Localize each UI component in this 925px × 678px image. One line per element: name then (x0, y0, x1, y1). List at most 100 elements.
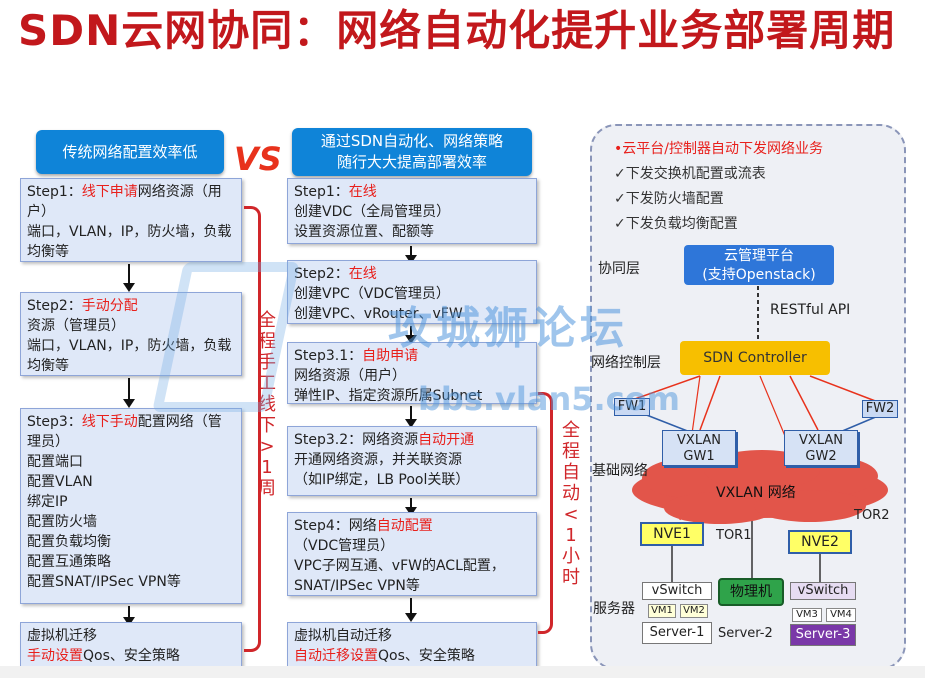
step-detail: 弹性IP、指定资源所属Subnet (294, 388, 483, 404)
gw1-line-2: GW1 (683, 449, 715, 464)
left-header: 传统网络配置效率低 (36, 130, 224, 174)
step-detail: 配置互通策略 (27, 554, 111, 570)
step-prefix: Step1： (27, 184, 82, 200)
step-highlight: 在线 (348, 266, 377, 282)
firewall-fw1: FW1 (614, 398, 650, 416)
step-detail: 开通网络资源，并关联资源 (294, 452, 462, 468)
step-suffix: 配置网络（管理员） (27, 414, 222, 450)
left-step-3: Step3：线下手动配置网络（管理员） 配置端口 配置VLAN 绑定IP 配置防… (20, 408, 242, 604)
step-detail: 配置SNAT/IPSec VPN等 (27, 574, 181, 590)
step-highlight: 自动配置 (376, 518, 433, 534)
vswitch-1: vSwitch (642, 582, 712, 600)
step-detail: 配置负载均衡 (27, 534, 111, 550)
watermark-url: bbs.vlan5.com (418, 380, 680, 418)
mid-step-4: Step4：网络自动配置（VDC管理员） VPC子网互通、vFW的ACL配置， … (287, 512, 537, 596)
step-prefix: Step2： (294, 266, 349, 282)
tor1-label: TOR1 (716, 528, 752, 543)
step-detail: 配置VLAN (27, 474, 93, 490)
bullet-item: •云平台/控制器自动下发网络业务 (614, 141, 823, 157)
bullet-item: ✓下发交换机配置或流表 (614, 166, 766, 182)
step-suffix: 网络资源（用户） (294, 368, 406, 384)
nve1-switch: NVE1 (640, 522, 704, 546)
cloud-mgr-title: 云管理平台 (724, 248, 794, 264)
vxlan-gateway-1: VXLAN GW1 (662, 430, 736, 466)
step-prefix: Step4：网络 (294, 518, 377, 534)
step-suffix: Qos、安全策略 (83, 648, 180, 664)
sdn-controller: SDN Controller (680, 341, 830, 375)
restful-api-label: RESTful API (770, 302, 851, 318)
left-step-4: 虚拟机迁移 手动设置Qos、安全策略 (20, 622, 242, 668)
flow-arrow (123, 378, 135, 408)
firewall-fw2: FW2 (862, 400, 898, 418)
mid-step-3-1: Step3.1：自助申请网络资源（用户） 弹性IP、指定资源所属Subnet (287, 342, 537, 404)
step-suffix: 资源（管理员） (27, 318, 125, 334)
flow-arrow (405, 598, 417, 622)
step-detail: 设置资源位置、配额等 (294, 224, 434, 240)
flow-arrow (405, 498, 417, 516)
step-prefix: Step2： (27, 298, 82, 314)
step-suffix: （VDC管理员） (294, 538, 395, 554)
step-detail: 配置防火墙 (27, 514, 97, 530)
slide-footer-bar (0, 666, 925, 678)
step-suffix: Qos、安全策略 (378, 648, 475, 664)
physical-machine: 物理机 (718, 578, 784, 606)
vm3: VM3 (792, 608, 822, 622)
left-bracket (244, 206, 261, 652)
vxlan-network-label: VXLAN 网络 (716, 485, 796, 501)
layer-label-coordination: 协同层 (598, 261, 640, 277)
step-prefix: 虚拟机迁移 (27, 628, 97, 644)
layer-label-server: 服务器 (593, 601, 635, 617)
step-highlight: 自动开通 (418, 432, 475, 448)
mid-step-5: 虚拟机自动迁移 自动迁移设置Qos、安全策略 (287, 622, 537, 668)
step-suffix: 创建VDC（全局管理员） (294, 204, 451, 220)
step-prefix: Step3.1： (294, 348, 363, 364)
vxlan-gateway-2: VXLAN GW2 (784, 430, 858, 466)
vs-label: VS (234, 140, 282, 178)
step-prefix: Step3.2：网络资源 (294, 432, 419, 448)
step-detail: 绑定IP (27, 494, 68, 510)
step-detail: 端口，VLAN，IP，防火墙，负载均衡等 (27, 224, 232, 260)
layer-label-base-network: 基础网络 (592, 463, 648, 479)
left-step-1: Step1：线下申请网络资源（用户） 端口，VLAN，IP，防火墙，负载均衡等 (20, 178, 242, 262)
flow-arrow (405, 246, 417, 264)
mid-header-line-1: 通过SDN自动化、网络策略 (320, 132, 504, 150)
step-prefix: Step1： (294, 184, 349, 200)
flow-arrow (405, 406, 417, 428)
step-detail: 配置端口 (27, 454, 83, 470)
page-title: SDN云网协同：网络自动化提升业务部署周期 (18, 6, 896, 55)
cloud-management-platform: 云管理平台 (支持Openstack) (684, 245, 834, 285)
nve2-switch: NVE2 (788, 530, 852, 554)
gw2-line-2: GW2 (805, 449, 837, 464)
step-detail: 端口，VLAN，IP，防火墙，负载均衡等 (27, 338, 232, 374)
step-suffix: 网络资源（用户） (27, 184, 222, 220)
vm4: VM4 (826, 608, 856, 622)
mid-header: 通过SDN自动化、网络策略 随行大大提高部署效率 (292, 128, 532, 176)
step-prefix: 虚拟机自动迁移 (294, 628, 392, 644)
vm2: VM2 (680, 604, 708, 618)
mid-header-line-2: 随行大大提高部署效率 (336, 153, 487, 171)
step-highlight: 自助申请 (362, 348, 419, 364)
step-detail: 创建VPC、vRouter、vFW (294, 306, 463, 322)
left-bracket-text: 全程手工线下>1周 (258, 310, 276, 499)
tor2-label: TOR2 (854, 508, 890, 523)
step-detail: SNAT/IPSec VPN等 (294, 578, 420, 594)
step-detail: （如IP绑定，LB Pool关联） (294, 472, 470, 488)
panel-bullets: •云平台/控制器自动下发网络业务 ✓下发交换机配置或流表 ✓下发防火墙配置 ✓下… (614, 137, 823, 237)
step-highlight: 手动分配 (81, 298, 138, 314)
vm1: VM1 (648, 604, 676, 618)
step-highlight: 线下手动 (81, 414, 138, 430)
step-highlight: 手动设置 (27, 648, 83, 664)
flow-arrow (405, 326, 417, 344)
step-highlight: 线下申请 (81, 184, 138, 200)
server-2-label: Server-2 (718, 626, 773, 641)
left-step-2: Step2：手动分配资源（管理员） 端口，VLAN，IP，防火墙，负载均衡等 (20, 292, 242, 376)
mid-step-2: Step2：在线创建VPC（VDC管理员） 创建VPC、vRouter、vFW (287, 260, 537, 324)
server-3: Server-3 (790, 624, 856, 646)
bullet-item: ✓下发负载均衡配置 (614, 216, 738, 232)
mid-step-3-2: Step3.2：网络资源自动开通 开通网络资源，并关联资源 （如IP绑定，LB … (287, 426, 537, 496)
gw2-line-1: VXLAN (799, 433, 843, 448)
watermark-text: 攻城狮论坛 (388, 303, 628, 354)
server-1: Server-1 (642, 622, 712, 644)
step-detail: VPC子网互通、vFW的ACL配置， (294, 558, 505, 574)
mid-bracket-text: 全程自动<1小时 (562, 420, 580, 588)
